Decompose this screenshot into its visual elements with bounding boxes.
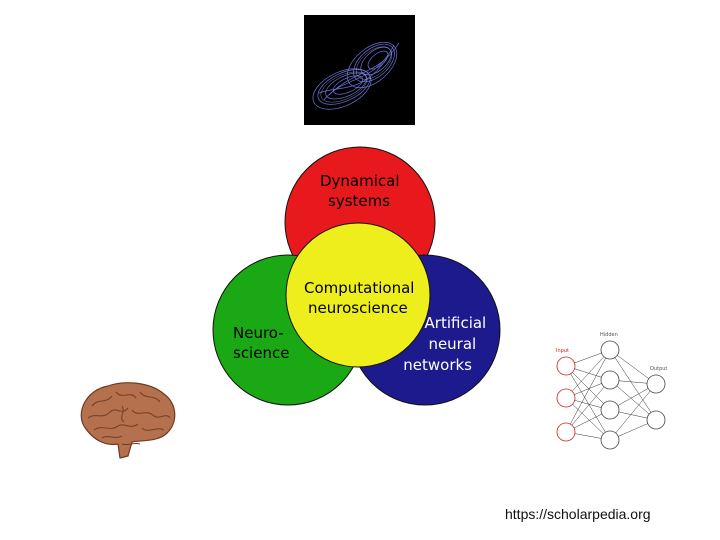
input-node — [556, 356, 576, 376]
neural-network-diagram: Input Hidden Output — [556, 332, 667, 450]
neuroscience-label: Neuro- science — [233, 324, 289, 362]
output-node — [646, 374, 666, 394]
brain-image — [80, 382, 176, 459]
hidden-node — [600, 430, 620, 450]
hidden-layer-label: Hidden — [600, 332, 618, 338]
hidden-node — [600, 340, 620, 360]
dynamical-systems-label: Dynamical systems — [320, 172, 404, 210]
computational-neuroscience-label: Computational neuroscience — [304, 279, 419, 317]
input-node — [556, 388, 576, 408]
input-node — [556, 422, 576, 442]
output-layer-label: Output — [650, 366, 667, 372]
input-layer-label: Input — [556, 348, 569, 354]
hidden-node — [600, 400, 620, 420]
source-url-text: https://scholarpedia.org — [505, 506, 651, 522]
hidden-node — [600, 370, 620, 390]
lorenz-attractor-image — [304, 15, 415, 125]
computational-neuroscience-circle — [285, 222, 431, 368]
venn-diagram: Dynamical systems Computational neurosci… — [212, 146, 501, 406]
artificial-neural-networks-label: Artificial neural networks — [403, 314, 491, 374]
output-node — [646, 410, 666, 430]
